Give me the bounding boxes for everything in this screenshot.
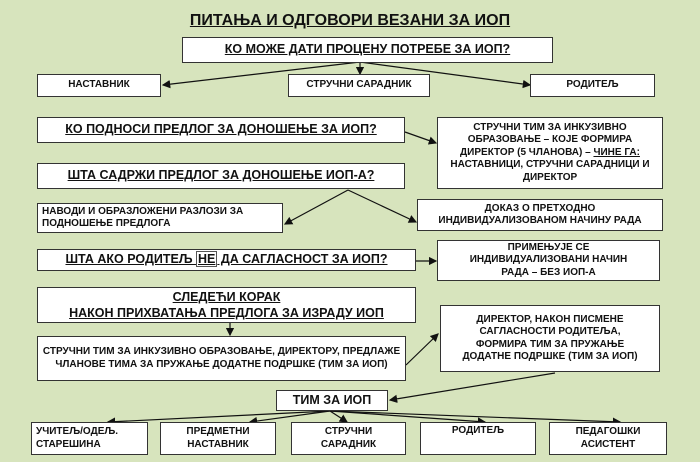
answer-inclusive-team: СТРУЧНИ ТИМ ЗА ИНКУЗИВНО ОБРАЗОВАЊЕ – КО… [437,117,663,189]
question-parent-refuses: ШТА АКО РОДИТЕЉ НЕ ДА САГЛАСНОСТ ЗА ИОП? [37,249,416,271]
answer-individualized: ПРИМЕЊУЈЕ СЕ ИНДИВИДУАЛИЗОВАНИ НАЧИН РАД… [437,240,660,281]
member-subject-teacher: ПРЕДМЕТНИ НАСТАВНИК [160,422,276,455]
answer-reasons: НАВОДИ И ОБРАЗЛОЖЕНИ РАЗЛОЗИ ЗА ПОДНОШЕЊ… [37,203,283,233]
page-title: ПИТАЊА И ОДГОВОРИ ВЕЗАНИ ЗА ИОП [189,12,511,29]
question-text-highlight: НЕ [195,251,218,268]
next-step-line1: СЛЕДЕЋИ КОРАК [172,289,281,304]
team-iop-box: ТИМ ЗА ИОП [276,390,388,411]
member-parent: РОДИТЕЉ [420,422,536,455]
next-step-line2: НАКОН ПРИХВАТАЊА ПРЕДЛОГА ЗА ИЗРАДУ ИОП [69,306,384,320]
member-class-teacher: УЧИТЕЉ/ОДЕЉ. СТАРЕШИНА [31,422,148,455]
answer-parent: РОДИТЕЉ [530,74,655,97]
answer-evidence: ДОКАЗ О ПРЕТХОДНО ИНДИВИДУАЛИЗОВАНОМ НАЧ… [417,199,663,231]
question-text-a: ШТА АКО РОДИТЕЉ [65,252,196,267]
member-expert-associate: СТРУЧНИ САРАДНИК [291,422,406,455]
question-who-assesses: КО МОЖЕ ДАТИ ПРОЦЕНУ ПОТРЕБЕ ЗА ИОП? [182,37,553,63]
question-proposal-contents: ШТА САДРЖИ ПРЕДЛОГ ЗА ДОНОШЕЊЕ ИОП-А? [37,163,405,189]
question-who-submits: КО ПОДНОСИ ПРЕДЛОГ ЗА ДОНОШЕЊЕ ЗА ИОП? [37,117,405,143]
member-pedagogical-assistant: ПЕДАГОШКИ АСИСТЕНТ [549,422,667,455]
answer-text-b: НАСТАВНИЦИ, СТРУЧНИ САРАДНИЦИ И ДИРЕКТОР [450,159,650,183]
answer-expert-associate: СТРУЧНИ САРАДНИК [288,74,430,97]
answer-text-a: СТРУЧНИ ТИМ ЗА ИНКУЗИВНО ОБРАЗОВАЊЕ – КО… [460,121,633,158]
step-team-proposes: СТРУЧНИ ТИМ ЗА ИНКУЗИВНО ОБРАЗОВАЊЕ, ДИР… [37,336,406,381]
next-step-heading: СЛЕДЕЋИ КОРАК НАКОН ПРИХВАТАЊА ПРЕДЛОГА … [37,287,416,323]
step-director-forms: ДИРЕКТОР, НАКОН ПИСМЕНЕ САГЛАСНОСТИ РОДИ… [440,305,660,372]
answer-text-underlined: ЧИНЕ ГА: [593,146,640,158]
question-text-b: ДА САГЛАСНОСТ ЗА ИОП? [217,252,388,267]
answer-teacher: НАСТАВНИК [37,74,161,97]
